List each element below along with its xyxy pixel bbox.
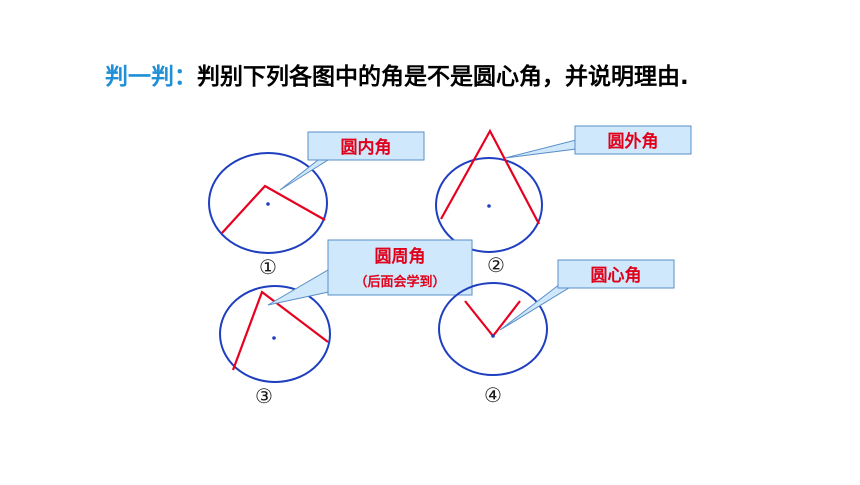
figure-3-callout-label: 圆周角 bbox=[375, 246, 426, 267]
figure-4-center-dot bbox=[491, 334, 495, 338]
figure-2-circle bbox=[435, 157, 543, 253]
figure-2-callout-box bbox=[574, 125, 692, 155]
figure-1: 圆内角 ① bbox=[208, 131, 425, 279]
figure-4-angle bbox=[464, 300, 521, 338]
page-title: 判一判：判别下列各图中的角是不是圆心角，并说明理由. bbox=[105, 62, 689, 92]
figure-3-center-dot bbox=[272, 336, 276, 340]
figure-4: 圆心角 ④ bbox=[438, 259, 675, 407]
figure-2-callout-label: 圆外角 bbox=[608, 131, 659, 152]
title-body: 判别下列各图中的角是不是圆心角，并说明理由. bbox=[197, 64, 689, 90]
figure-3-circle bbox=[219, 285, 331, 383]
figure-4-number: ④ bbox=[484, 383, 502, 407]
figure-1-number: ① bbox=[259, 255, 277, 279]
figure-1-center-dot bbox=[266, 202, 270, 206]
figure-2: 圆外角 ② bbox=[435, 125, 692, 277]
figure-1-callout-label: 圆内角 bbox=[341, 137, 392, 158]
figure-3-callout-box bbox=[327, 239, 473, 296]
figure-2-callout-pointer bbox=[504, 139, 577, 159]
title-lead: 判一判： bbox=[105, 64, 197, 90]
figure-4-circle bbox=[438, 282, 548, 376]
figure-1-angle bbox=[221, 184, 326, 234]
figure-1-circle bbox=[208, 152, 328, 254]
figure-2-angle bbox=[440, 128, 540, 225]
figure-4-callout-label: 圆心角 bbox=[591, 265, 642, 286]
figure-3: 圆周角 （后面会学到） ③ bbox=[219, 239, 473, 408]
figure-3-callout-sublabel: （后面会学到） bbox=[354, 274, 445, 290]
figure-3-angle bbox=[231, 290, 329, 371]
figure-4-callout-pointer bbox=[499, 283, 574, 331]
figure-2-number: ② bbox=[487, 253, 505, 277]
figure-3-number: ③ bbox=[255, 384, 273, 408]
figure-4-callout-box bbox=[557, 259, 675, 289]
figure-1-callout-box bbox=[307, 131, 425, 161]
figure-2-center-dot bbox=[487, 204, 491, 208]
